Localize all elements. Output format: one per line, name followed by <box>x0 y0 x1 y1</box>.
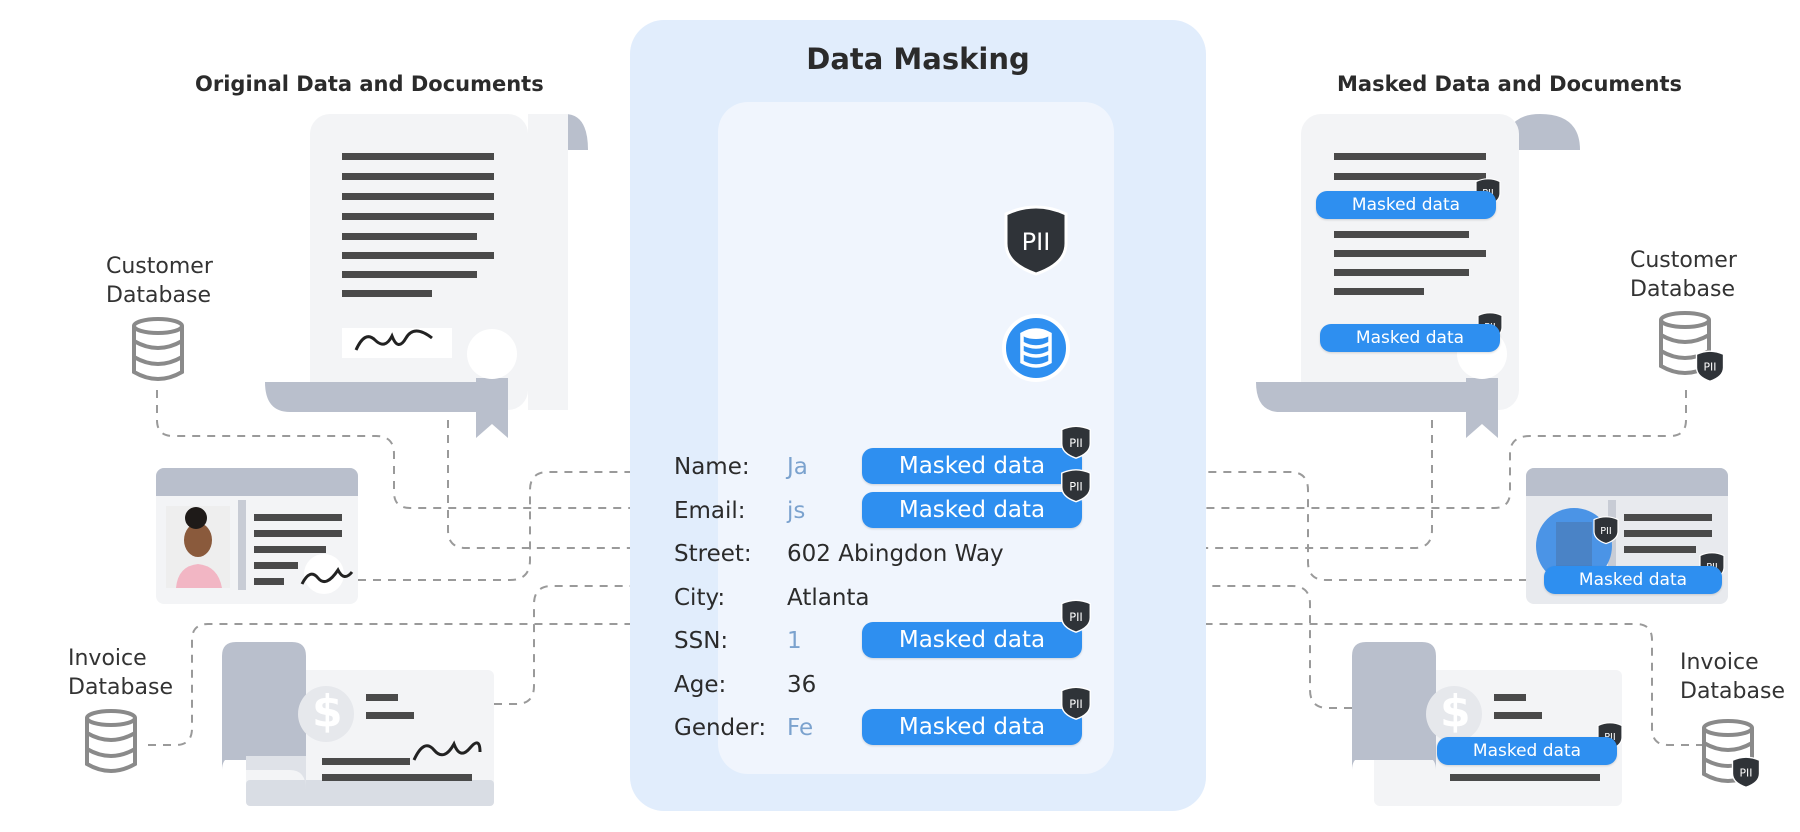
db-shield-icon: PII <box>1695 350 1725 383</box>
left-invoice-database-icon <box>85 709 137 773</box>
pill-shield-icon: PII <box>1061 469 1091 503</box>
document-masked-data-pill: Masked data <box>1320 324 1500 352</box>
right-invoice-database-label: Invoice Database <box>1680 650 1785 704</box>
pii-badge-text: PII <box>1069 610 1083 624</box>
pii-badge-text: PII <box>1704 361 1717 374</box>
document-masked-data-pill: Masked data <box>1437 737 1617 765</box>
pill-shield-icon: PII <box>1061 599 1091 633</box>
field-value-obscured: Fe <box>787 715 814 741</box>
pii-badge-text: PII <box>1600 526 1611 537</box>
masked-data-pill: Masked data <box>862 709 1082 745</box>
database-icon <box>1002 314 1070 382</box>
pii-badge-text: PII <box>1740 767 1753 780</box>
pill-shield-icon: PII <box>1061 425 1091 459</box>
field-label: Gender: <box>674 715 767 741</box>
pii-badge-text: PII <box>1069 479 1083 493</box>
document-masked-data-pill: Masked data <box>1544 566 1722 594</box>
field-value: 36 <box>787 671 817 698</box>
field-label: Street: <box>674 541 752 567</box>
field-label: Email: <box>674 497 746 524</box>
field-label: Name: <box>674 454 750 480</box>
field-label: Age: <box>674 671 727 698</box>
masked-data-pill: Masked data <box>862 448 1082 484</box>
field-label: City: <box>674 584 726 611</box>
masked-section-title: Masked Data and Documents <box>1337 72 1683 96</box>
pii-badge-text: PII <box>1069 697 1083 711</box>
right-customer-database-label: Customer Database <box>1630 248 1737 302</box>
masked-currency-icon: $ <box>1440 686 1471 737</box>
pii-badge-text: PII <box>1022 228 1051 256</box>
field-value-obscured: Ja <box>787 454 808 480</box>
document-masked-data-pill: Masked data <box>1316 191 1496 219</box>
doc-shield-icon: PII <box>1593 516 1619 545</box>
left-customer-database-icon <box>132 317 184 381</box>
field-value: 602 Abingdon Way <box>787 541 1004 567</box>
field-value-obscured: js <box>787 497 806 524</box>
shield-icon: PII <box>1004 205 1068 276</box>
field-label: SSN: <box>674 628 729 654</box>
field-value: Atlanta <box>787 584 870 611</box>
masked-data-pill: Masked data <box>862 491 1082 528</box>
left-customer-database-label: Customer Database <box>106 254 213 308</box>
panel-title: Data Masking <box>806 42 1030 76</box>
field-value-obscured: 1 <box>787 628 802 654</box>
certificate-document <box>265 114 588 438</box>
pii-badge-text: PII <box>1069 436 1083 450</box>
data-masking-panel: Data Masking <box>630 20 1206 811</box>
left-invoice-database-label: Invoice Database <box>68 646 173 700</box>
pill-shield-icon: PII <box>1061 686 1091 720</box>
db-shield-icon: PII <box>1731 756 1761 789</box>
currency-icon: $ <box>312 686 343 737</box>
masked-data-pill: Masked data <box>862 622 1082 658</box>
invoice-document <box>222 642 494 806</box>
original-section-title: Original Data and Documents <box>195 72 544 96</box>
